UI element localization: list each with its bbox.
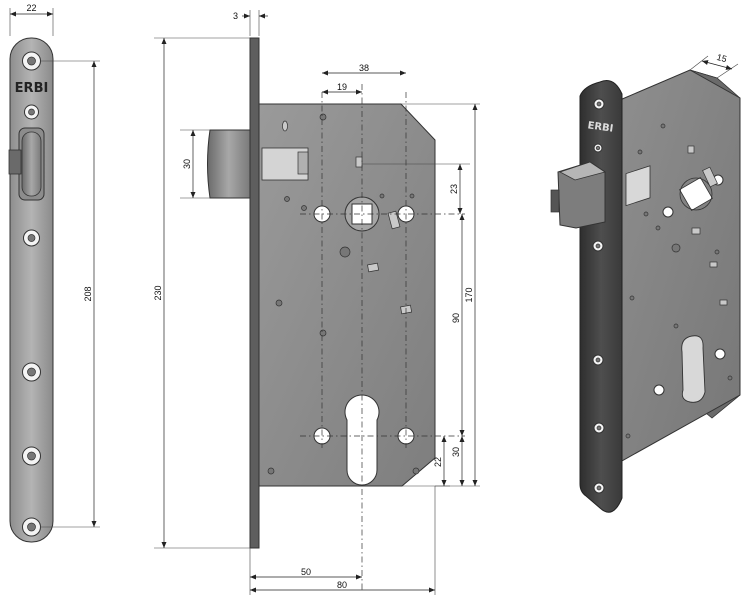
lock-side-view: 3 30 230 38 19 23 170 90 30 [153,10,480,595]
faceplate-screw-hole [22,51,41,71]
dim-spindle-cylinder: 90 [451,313,461,323]
latch-spring [297,151,309,175]
iso-cylinder-cutout [681,335,706,403]
dim-faceplate-thickness: 3 [233,11,238,21]
dim-backset: 50 [301,567,311,577]
brand-logo-front: ERBI [15,81,49,96]
faceplate-screw-hole [24,104,39,120]
dim-spindle-19: 19 [337,82,347,92]
faceplate-screw-hole [23,229,40,247]
brand-logo-iso: ERBI [587,120,614,134]
faceplate-screw-hole [22,517,41,537]
latch-tab [8,149,22,175]
dim-iso-thickness: 15 [716,52,728,64]
faceplate-edge [249,37,260,549]
faceplate-screw-hole [22,362,41,382]
dim-body-depth: 80 [337,580,347,590]
iso-body [619,69,741,463]
dim-latch-height: 30 [182,159,192,169]
lock-isometric-view: ERBI [550,52,741,513]
latch-bolt [207,129,251,199]
faceplate-front-view: ERBI 22 208 [8,3,100,543]
dim-faceplate-length: 230 [153,285,163,300]
dim-body-height: 170 [464,287,474,302]
dim-hole-span: 208 [83,286,93,301]
dim-faceplate-width: 22 [26,3,36,13]
faceplate-screw-hole [22,446,41,466]
latch-bolt-front [21,131,42,197]
dim-spindle-top: 23 [449,184,459,194]
dim-cylinder-bottom-30: 30 [451,447,461,457]
dim-cylinder-bottom-22: 22 [433,457,443,467]
dim-spindle-38: 38 [359,63,369,73]
